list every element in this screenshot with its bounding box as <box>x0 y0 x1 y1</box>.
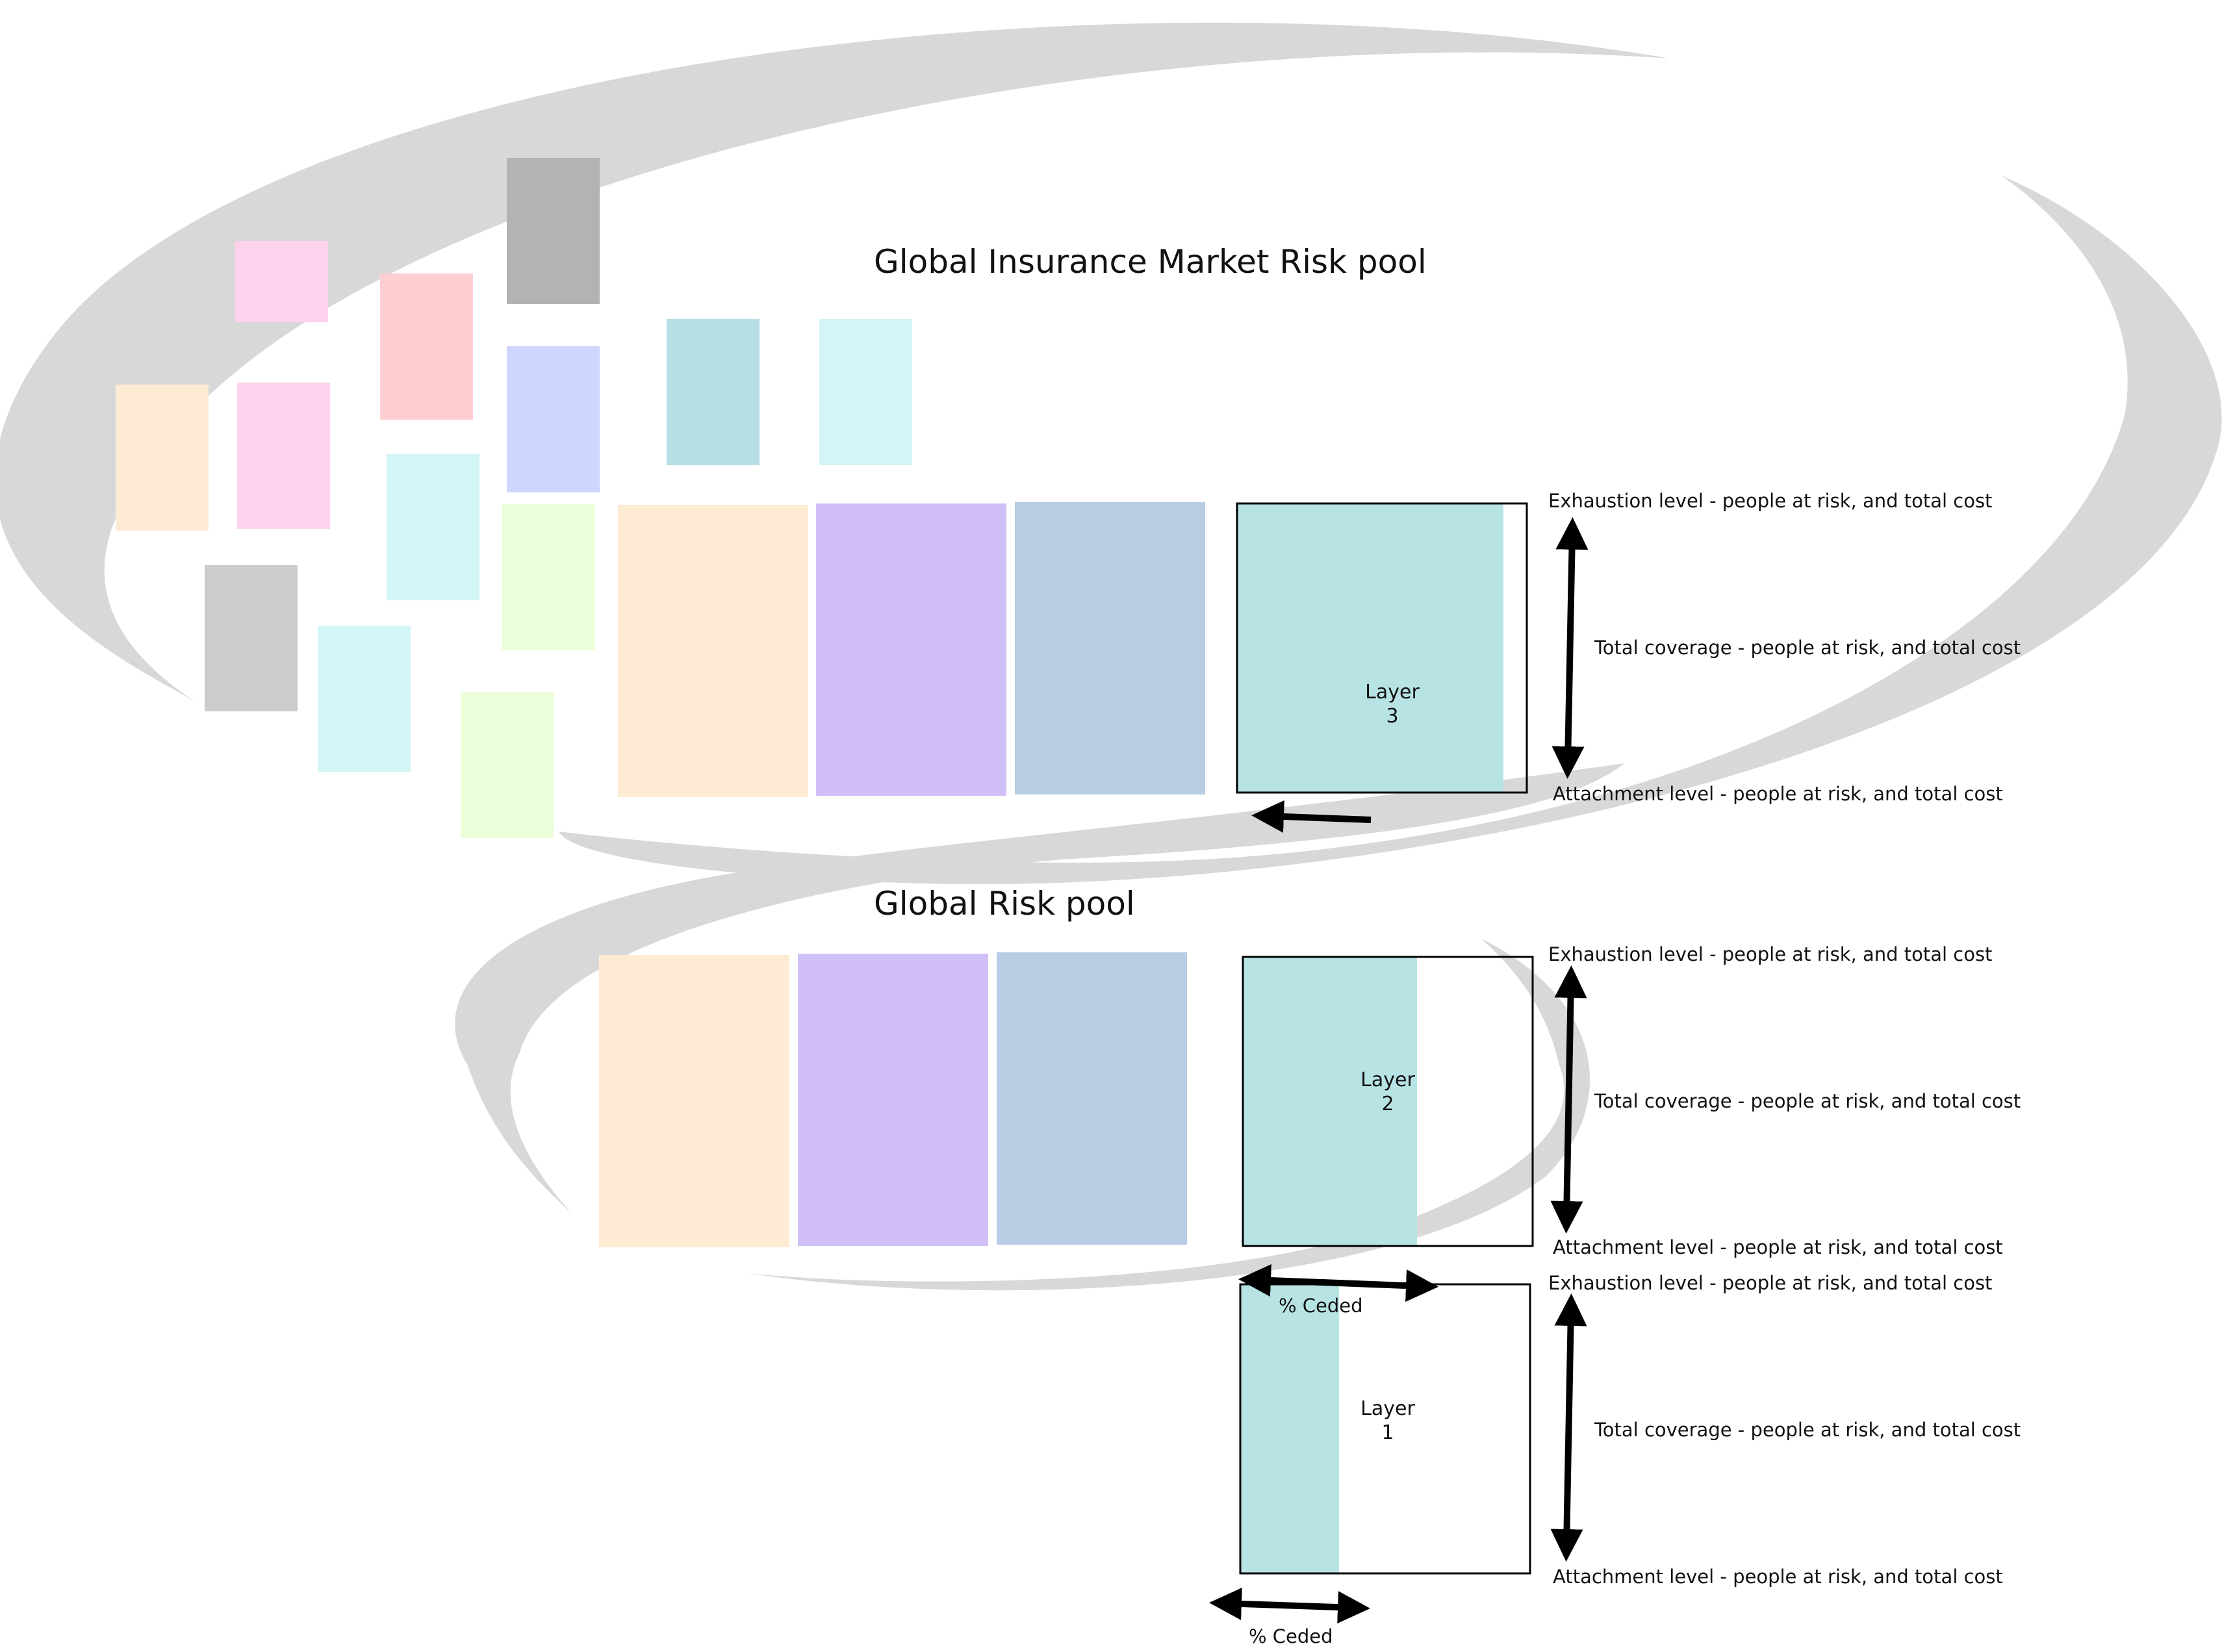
risk-block <box>667 319 760 465</box>
risk-block <box>318 626 411 772</box>
layer-1-label: Layer <box>1360 1397 1415 1420</box>
risk-block <box>502 504 595 650</box>
layer-3-attachment-label: Attachment level - people at risk, and t… <box>1553 783 2003 805</box>
layer-2-label: Layer <box>1360 1069 1415 1091</box>
layer-3-ceded-fill <box>1237 503 1503 793</box>
risk-block <box>235 241 328 322</box>
layer-2-ceded-label: % Ceded <box>1279 1295 1363 1317</box>
layer-3-box <box>1236 502 1528 794</box>
layer-2-box <box>1242 956 1534 1247</box>
layer-2-number: 2 <box>1381 1093 1394 1115</box>
layer-2-ceded-arrow <box>1238 1264 1438 1302</box>
layer-1-ceded-label: % Ceded <box>1249 1625 1333 1647</box>
layer-3-coverage-arrow <box>1552 517 1589 779</box>
market-pool-title: Global Insurance Market Risk pool <box>874 243 1427 281</box>
risk-pool-blocks <box>599 952 1187 1247</box>
layer-3-exhaustion-label: Exhaustion level - people at risk, and t… <box>1548 490 1992 512</box>
layer-2-ceded-fill <box>1243 957 1417 1246</box>
layer-1-ceded-arrow <box>1209 1587 1370 1624</box>
layer-1-coverage-label: Total coverage - people at risk, and tot… <box>1594 1419 2021 1441</box>
risk-block <box>507 158 600 304</box>
coverage-arrows <box>1550 517 1589 1562</box>
pooled-block <box>798 954 988 1246</box>
market-pooled-blocks <box>618 502 1205 797</box>
layer-1-exhaustion-label: Exhaustion level - people at risk, and t… <box>1548 1272 1992 1294</box>
pooled-block <box>1015 502 1205 794</box>
risk-block <box>380 273 473 420</box>
layer-3-coverage-label: Total coverage - people at risk, and tot… <box>1594 637 2021 659</box>
layer-1: Layer 1 <box>1239 1283 1531 1575</box>
market-risk-blocks <box>116 158 912 838</box>
risk-block <box>237 383 330 529</box>
layer-1-attachment-label: Attachment level - people at risk, and t… <box>1553 1566 2003 1588</box>
risk-block <box>387 454 479 600</box>
layer-3-label: Layer <box>1365 681 1420 704</box>
ceded-arrows <box>1209 800 1438 1624</box>
layer-2: Layer 2 <box>1242 956 1534 1247</box>
risk-pool-title: Global Risk pool <box>874 885 1135 922</box>
risk-block <box>819 319 912 465</box>
upper-swirl-graphic <box>0 22 2222 885</box>
lower-swirl-graphic <box>455 763 1625 1291</box>
layer-2-coverage-arrow <box>1550 965 1587 1234</box>
pooled-block <box>816 503 1006 796</box>
risk-block <box>116 385 209 531</box>
pooled-block <box>997 952 1187 1245</box>
risk-block <box>507 346 600 492</box>
risk-block <box>461 692 554 838</box>
layer-2-exhaustion-label: Exhaustion level - people at risk, and t… <box>1548 943 1992 965</box>
layer-1-coverage-arrow <box>1550 1293 1587 1562</box>
pooled-block <box>618 505 808 797</box>
layer-3-number: 3 <box>1386 705 1398 728</box>
layer-3-ceded-arrow <box>1251 800 1372 833</box>
layer-1-number: 1 <box>1381 1421 1394 1444</box>
layer-3: Layer 3 <box>1236 502 1528 794</box>
pooled-block <box>599 955 789 1247</box>
layer-1-ceded-fill <box>1240 1284 1339 1573</box>
risk-block <box>205 565 298 711</box>
layer-2-attachment-label: Attachment level - people at risk, and t… <box>1553 1236 2003 1258</box>
layer-2-coverage-label: Total coverage - people at risk, and tot… <box>1594 1090 2021 1112</box>
